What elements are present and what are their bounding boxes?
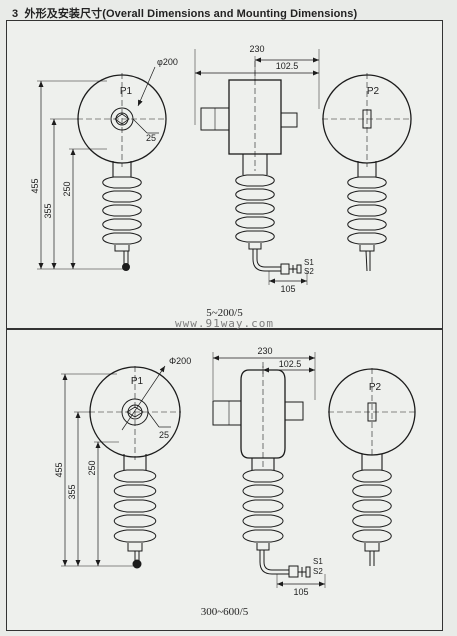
drawing-panel-2: P1 Φ200 25 455 355 250 230 102.5 105 S1 …: [6, 329, 443, 631]
side-view: [194, 49, 320, 285]
terminal-label-p2: P2: [367, 86, 380, 97]
rear-view-p2: [322, 73, 412, 272]
ratio-range-label: 300~600/5: [200, 606, 249, 618]
dim-230: 230: [249, 44, 264, 54]
section-title: 外形及安装尺寸(Overall Dimensions and Mounting …: [24, 8, 358, 20]
dim-105: 105: [293, 587, 308, 597]
dim-230: 230: [257, 346, 272, 356]
page-title: 3 外形及安装尺寸(Overall Dimensions and Mountin…: [12, 5, 357, 21]
ratio-range-label: 5~200/5: [206, 307, 243, 319]
terminal-label-s2: S2: [313, 567, 323, 576]
section-number: 3: [12, 8, 19, 20]
dim-250: 250: [87, 460, 97, 475]
front-view-p1: [61, 365, 181, 569]
diameter-label: Φ200: [169, 356, 191, 366]
rear-view-p2: [328, 368, 416, 566]
dim-355: 355: [43, 203, 53, 218]
dim-102-5: 102.5: [279, 359, 302, 369]
watermark: www.91way.com: [174, 317, 275, 330]
terminal-label-s2: S2: [304, 267, 314, 276]
terminal-label-p1: P1: [131, 376, 144, 387]
terminal-label-s1: S1: [304, 258, 314, 267]
drawing-1: P1 φ200 25 455 355 250 230 102.5 105 S1 …: [30, 44, 412, 294]
dim-455: 455: [54, 462, 64, 477]
dim-355: 355: [67, 484, 77, 499]
dim-250: 250: [62, 181, 72, 196]
terminal-label-s1: S1: [313, 557, 323, 566]
dim-105: 105: [280, 284, 295, 294]
diameter-label: φ200: [157, 57, 178, 67]
dim-25: 25: [159, 430, 169, 440]
drawing-panel-1: P1 φ200 25 455 355 250 230 102.5 105 S1 …: [6, 20, 443, 330]
terminal-label-p2: P2: [369, 382, 382, 393]
dim-25: 25: [146, 133, 156, 143]
dim-455: 455: [30, 178, 40, 193]
dim-102-5: 102.5: [276, 61, 299, 71]
drawing-2: P1 Φ200 25 455 355 250 230 102.5 105 S1 …: [54, 346, 416, 597]
terminal-label-p1: P1: [120, 86, 133, 97]
front-view-p1: [37, 66, 167, 271]
side-view: [212, 352, 326, 588]
